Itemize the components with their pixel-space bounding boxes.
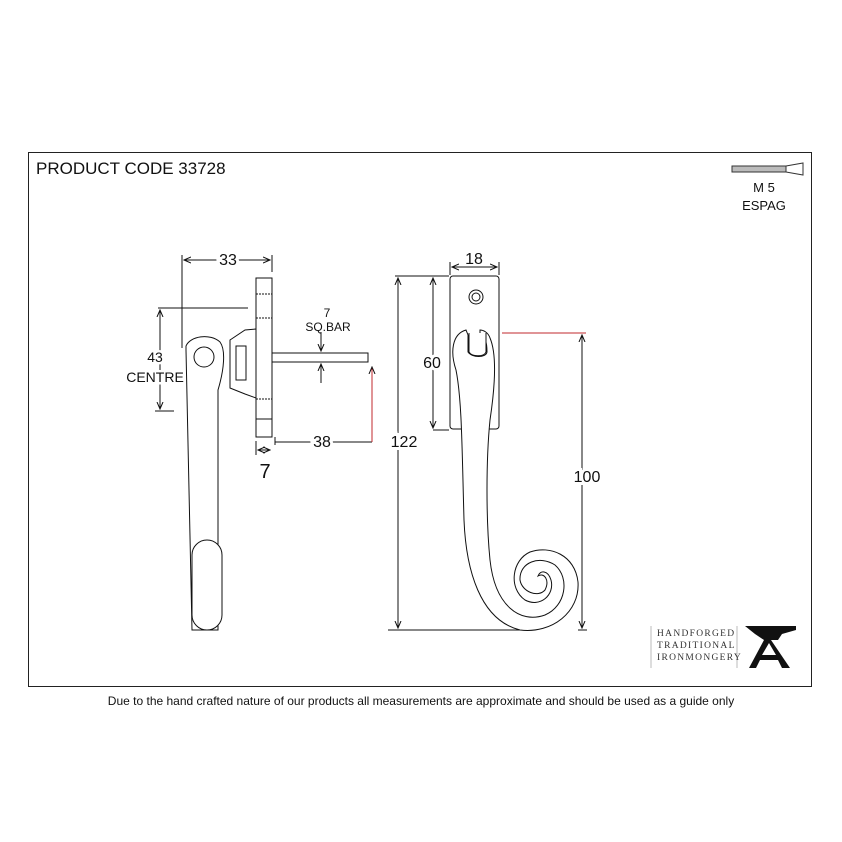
logo-line-1: HANDFORGED xyxy=(657,629,736,639)
screw-icon xyxy=(731,162,804,176)
dim-bar-label: SQ.BAR xyxy=(305,320,351,334)
front-view-handle xyxy=(449,275,579,631)
drawing-frame xyxy=(28,152,812,687)
dim-centre-label: CENTRE xyxy=(126,369,184,385)
logo-text: HANDFORGED TRADITIONAL IRONMONGERY xyxy=(657,628,742,664)
side-dimensions xyxy=(155,255,372,455)
disclaimer-footer: Due to the hand crafted nature of our pr… xyxy=(107,694,735,708)
dim-plate-height-60: 60 xyxy=(423,355,441,372)
front-dimensions xyxy=(388,262,587,631)
screw-type: ESPAG xyxy=(742,198,786,213)
dim-centre-43: 43 xyxy=(147,349,163,365)
anvil-logo-icon xyxy=(745,626,796,668)
dim-total-122: 122 xyxy=(391,434,418,451)
dim-bar-38: 38 xyxy=(313,434,331,451)
logo-line-2: TRADITIONAL xyxy=(657,641,736,651)
side-view-handle xyxy=(185,277,369,631)
dim-bar-7: 7 xyxy=(324,306,331,320)
dim-width-33: 33 xyxy=(219,252,237,269)
dim-handle-100: 100 xyxy=(574,469,601,486)
logo-line-3: IRONMONGERY xyxy=(657,653,743,663)
dim-plate-7: 7 xyxy=(259,461,270,483)
screw-size: M 5 xyxy=(753,180,775,195)
product-code-title: PRODUCT CODE 33728 xyxy=(36,159,226,178)
dim-plate-width-18: 18 xyxy=(465,251,483,268)
